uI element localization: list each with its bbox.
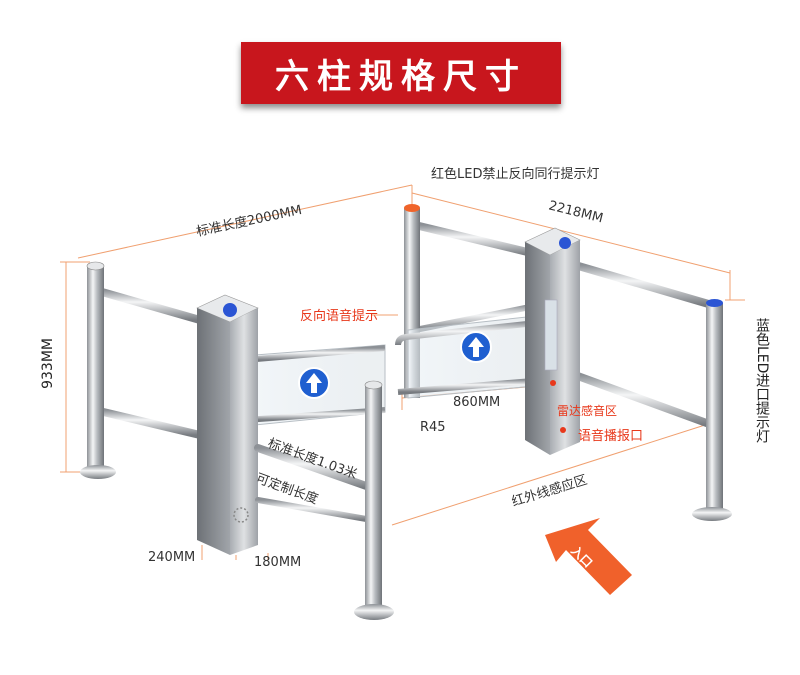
entrance-arrow-icon: [545, 518, 632, 595]
cabinet-left: [196, 294, 259, 555]
label-height: 933MM: [40, 338, 56, 389]
label-dim-860: 860MM: [453, 395, 501, 410]
back-rails: [91, 221, 716, 439]
post-back-right: [692, 299, 732, 521]
gate-arrow-icon-left: [298, 367, 330, 399]
marker-dots: [550, 380, 566, 433]
cabinet-middle: [524, 227, 581, 455]
label-blue-led: 蓝色LED进口提示灯: [754, 318, 770, 444]
post-front: [354, 380, 394, 620]
label-dim-180: 180MM: [254, 555, 302, 570]
label-voice-port: 语音播报口: [578, 429, 644, 444]
label-reverse-voice: 反向语音提示: [300, 309, 379, 324]
label-red-led: 红色LED禁止反向同行提示灯: [431, 167, 600, 182]
page-title: 六柱规格尺寸: [275, 56, 527, 97]
post-back-left: [80, 261, 116, 479]
dimension-lines: [60, 184, 745, 560]
label-r45: R45: [420, 420, 446, 435]
label-dim-240: 240MM: [148, 550, 196, 565]
front-rails: [254, 444, 376, 523]
label-radar: 雷达感音区: [557, 404, 618, 418]
title-banner: 六柱规格尺寸: [241, 42, 561, 104]
gate-arrow-icon-right: [460, 331, 492, 363]
